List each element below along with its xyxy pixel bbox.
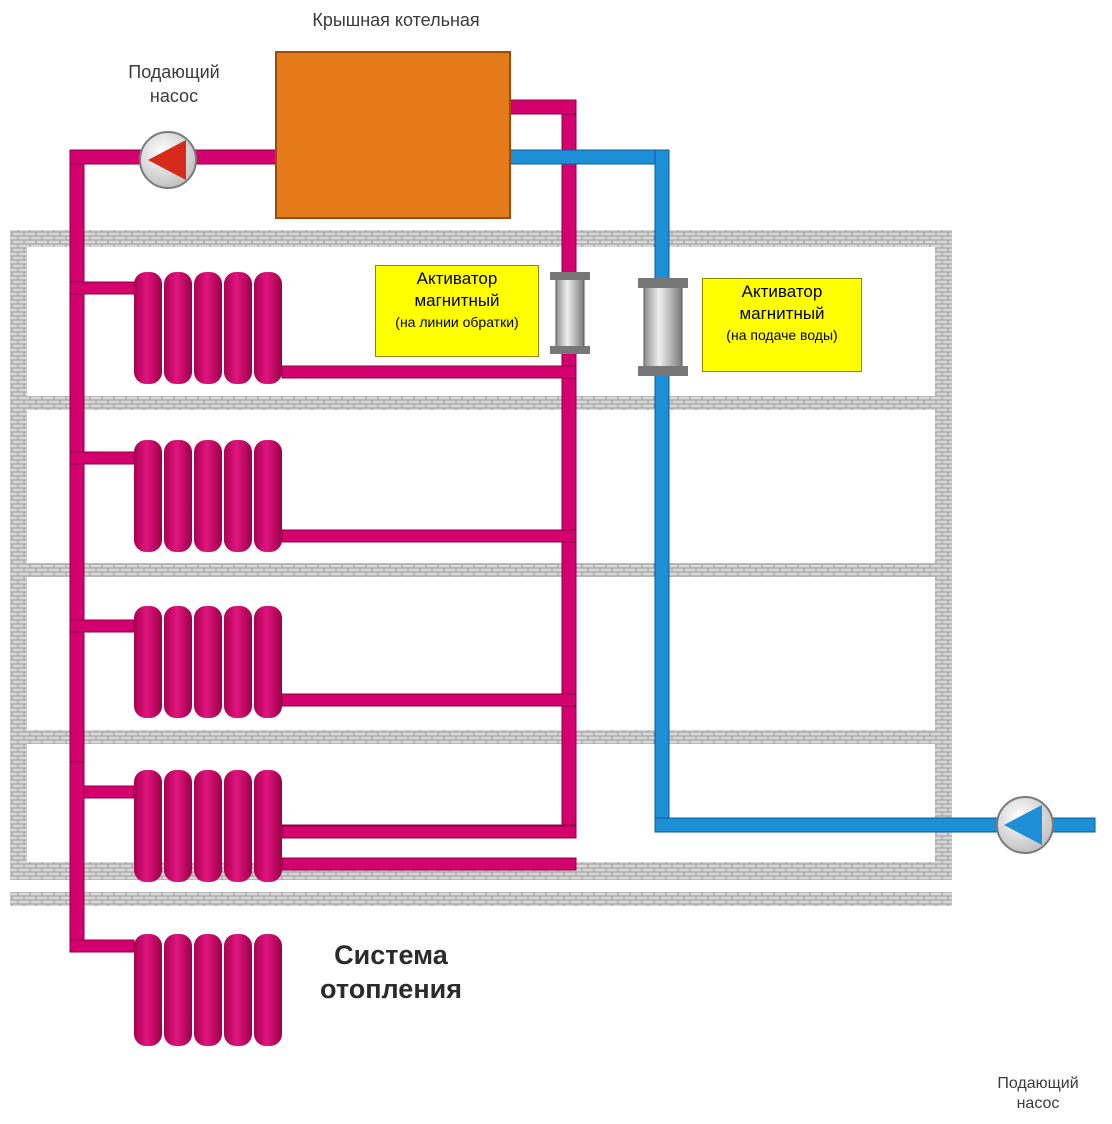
radiator-floor-2: [134, 440, 282, 552]
radiator-floor-3: [134, 606, 282, 718]
cold-pipe: [507, 149, 1096, 833]
pump-top-icon: [139, 131, 197, 189]
system-label-line1: Система: [334, 940, 448, 970]
boiler-label: Крышная котельная: [312, 10, 480, 30]
activator-supply-line1: Активатор: [741, 282, 823, 301]
pump-bottom-label-line1: Подающий: [997, 1075, 1079, 1092]
radiator-floor-4: [134, 770, 282, 882]
pump-top-label-line2: насос: [149, 86, 199, 106]
pump-top-label: Подающий насос: [104, 60, 244, 108]
pump-bottom-icon: [996, 796, 1054, 854]
boiler-box: [275, 51, 511, 219]
system-label-line2: отопления: [320, 974, 462, 1004]
activator-return-line1: Активатор: [416, 269, 498, 288]
radiator-floor-1: [134, 272, 282, 384]
activator-supply: [638, 278, 688, 376]
activator-return-line3: (на линии обратки): [395, 314, 519, 330]
activator-return-line2: магнитный: [414, 291, 500, 310]
radiators: [134, 272, 282, 882]
pump-bottom-label: Подающий насос: [968, 1074, 1108, 1114]
return-line-floor5: [281, 825, 577, 839]
activator-return: [550, 272, 590, 354]
system-label: Система отопления: [296, 938, 486, 1006]
activator-supply-note: Активатор магнитный (на подаче воды): [702, 278, 862, 372]
activator-return-note: Активатор магнитный (на линии обратки): [375, 265, 539, 357]
activator-supply-line3: (на подаче воды): [726, 327, 838, 343]
pump-top-label-line1: Подающий: [128, 62, 220, 82]
pump-bottom-label-line2: насос: [1016, 1095, 1060, 1112]
activator-supply-line2: магнитный: [739, 304, 825, 323]
